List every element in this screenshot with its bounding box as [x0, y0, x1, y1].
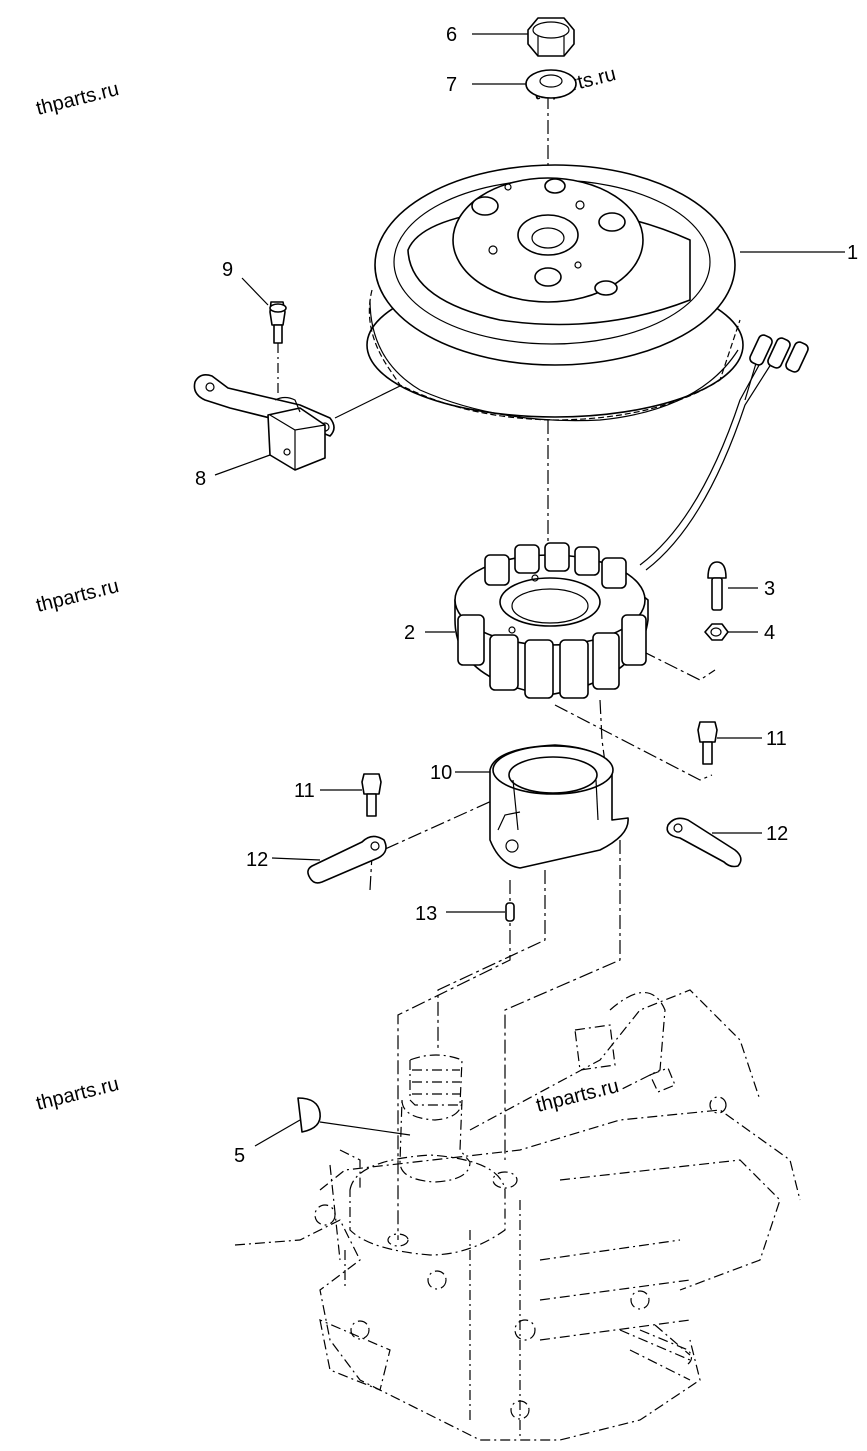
label-11-left: 11 [294, 780, 315, 802]
label-4: 4 [764, 622, 775, 644]
label-7: 7 [446, 74, 457, 96]
label-5: 5 [234, 1145, 245, 1167]
stator-part-2[interactable] [454, 333, 810, 699]
flywheel-part-1[interactable] [366, 164, 744, 422]
bolt-part-11-left[interactable] [361, 773, 382, 817]
label-3: 3 [764, 578, 775, 600]
nut-part-6[interactable] [527, 17, 575, 57]
ground-lead-part-12-left[interactable] [307, 835, 387, 884]
watermark: thparts.ru [534, 1075, 621, 1117]
washer-part-7[interactable] [525, 69, 577, 99]
part-labels: 6 7 1 9 8 3 2 4 11 10 11 12 12 13 5 [195, 24, 858, 1167]
label-8: 8 [195, 468, 206, 490]
label-1: 1 [847, 242, 858, 264]
watermark: thparts.ru [34, 575, 121, 617]
dowel-pin-part-13[interactable] [505, 902, 515, 922]
label-12-right: 12 [766, 823, 788, 845]
ground-lead-part-12-right[interactable] [666, 817, 742, 868]
label-12-left: 12 [246, 849, 268, 871]
stator-base-part-10[interactable] [489, 744, 629, 869]
bolt-part-11-right[interactable] [697, 721, 718, 765]
crankcase-phantom [234, 989, 801, 1441]
label-11-right: 11 [766, 728, 787, 750]
label-2: 2 [404, 622, 415, 644]
watermark: thparts.ru [34, 1073, 121, 1115]
label-10: 10 [430, 762, 452, 784]
label-13: 13 [415, 903, 437, 925]
bolt-part-9[interactable] [269, 301, 287, 395]
washer-part-4[interactable] [704, 623, 729, 641]
woodruff-key-part-5[interactable] [297, 1097, 321, 1133]
leader-lines [214, 33, 845, 1147]
label-6: 6 [446, 24, 457, 46]
watermark: thparts.ru [34, 78, 121, 120]
pulser-coil-part-8[interactable] [193, 374, 401, 471]
label-9: 9 [222, 259, 233, 281]
screw-part-3[interactable] [707, 561, 727, 611]
